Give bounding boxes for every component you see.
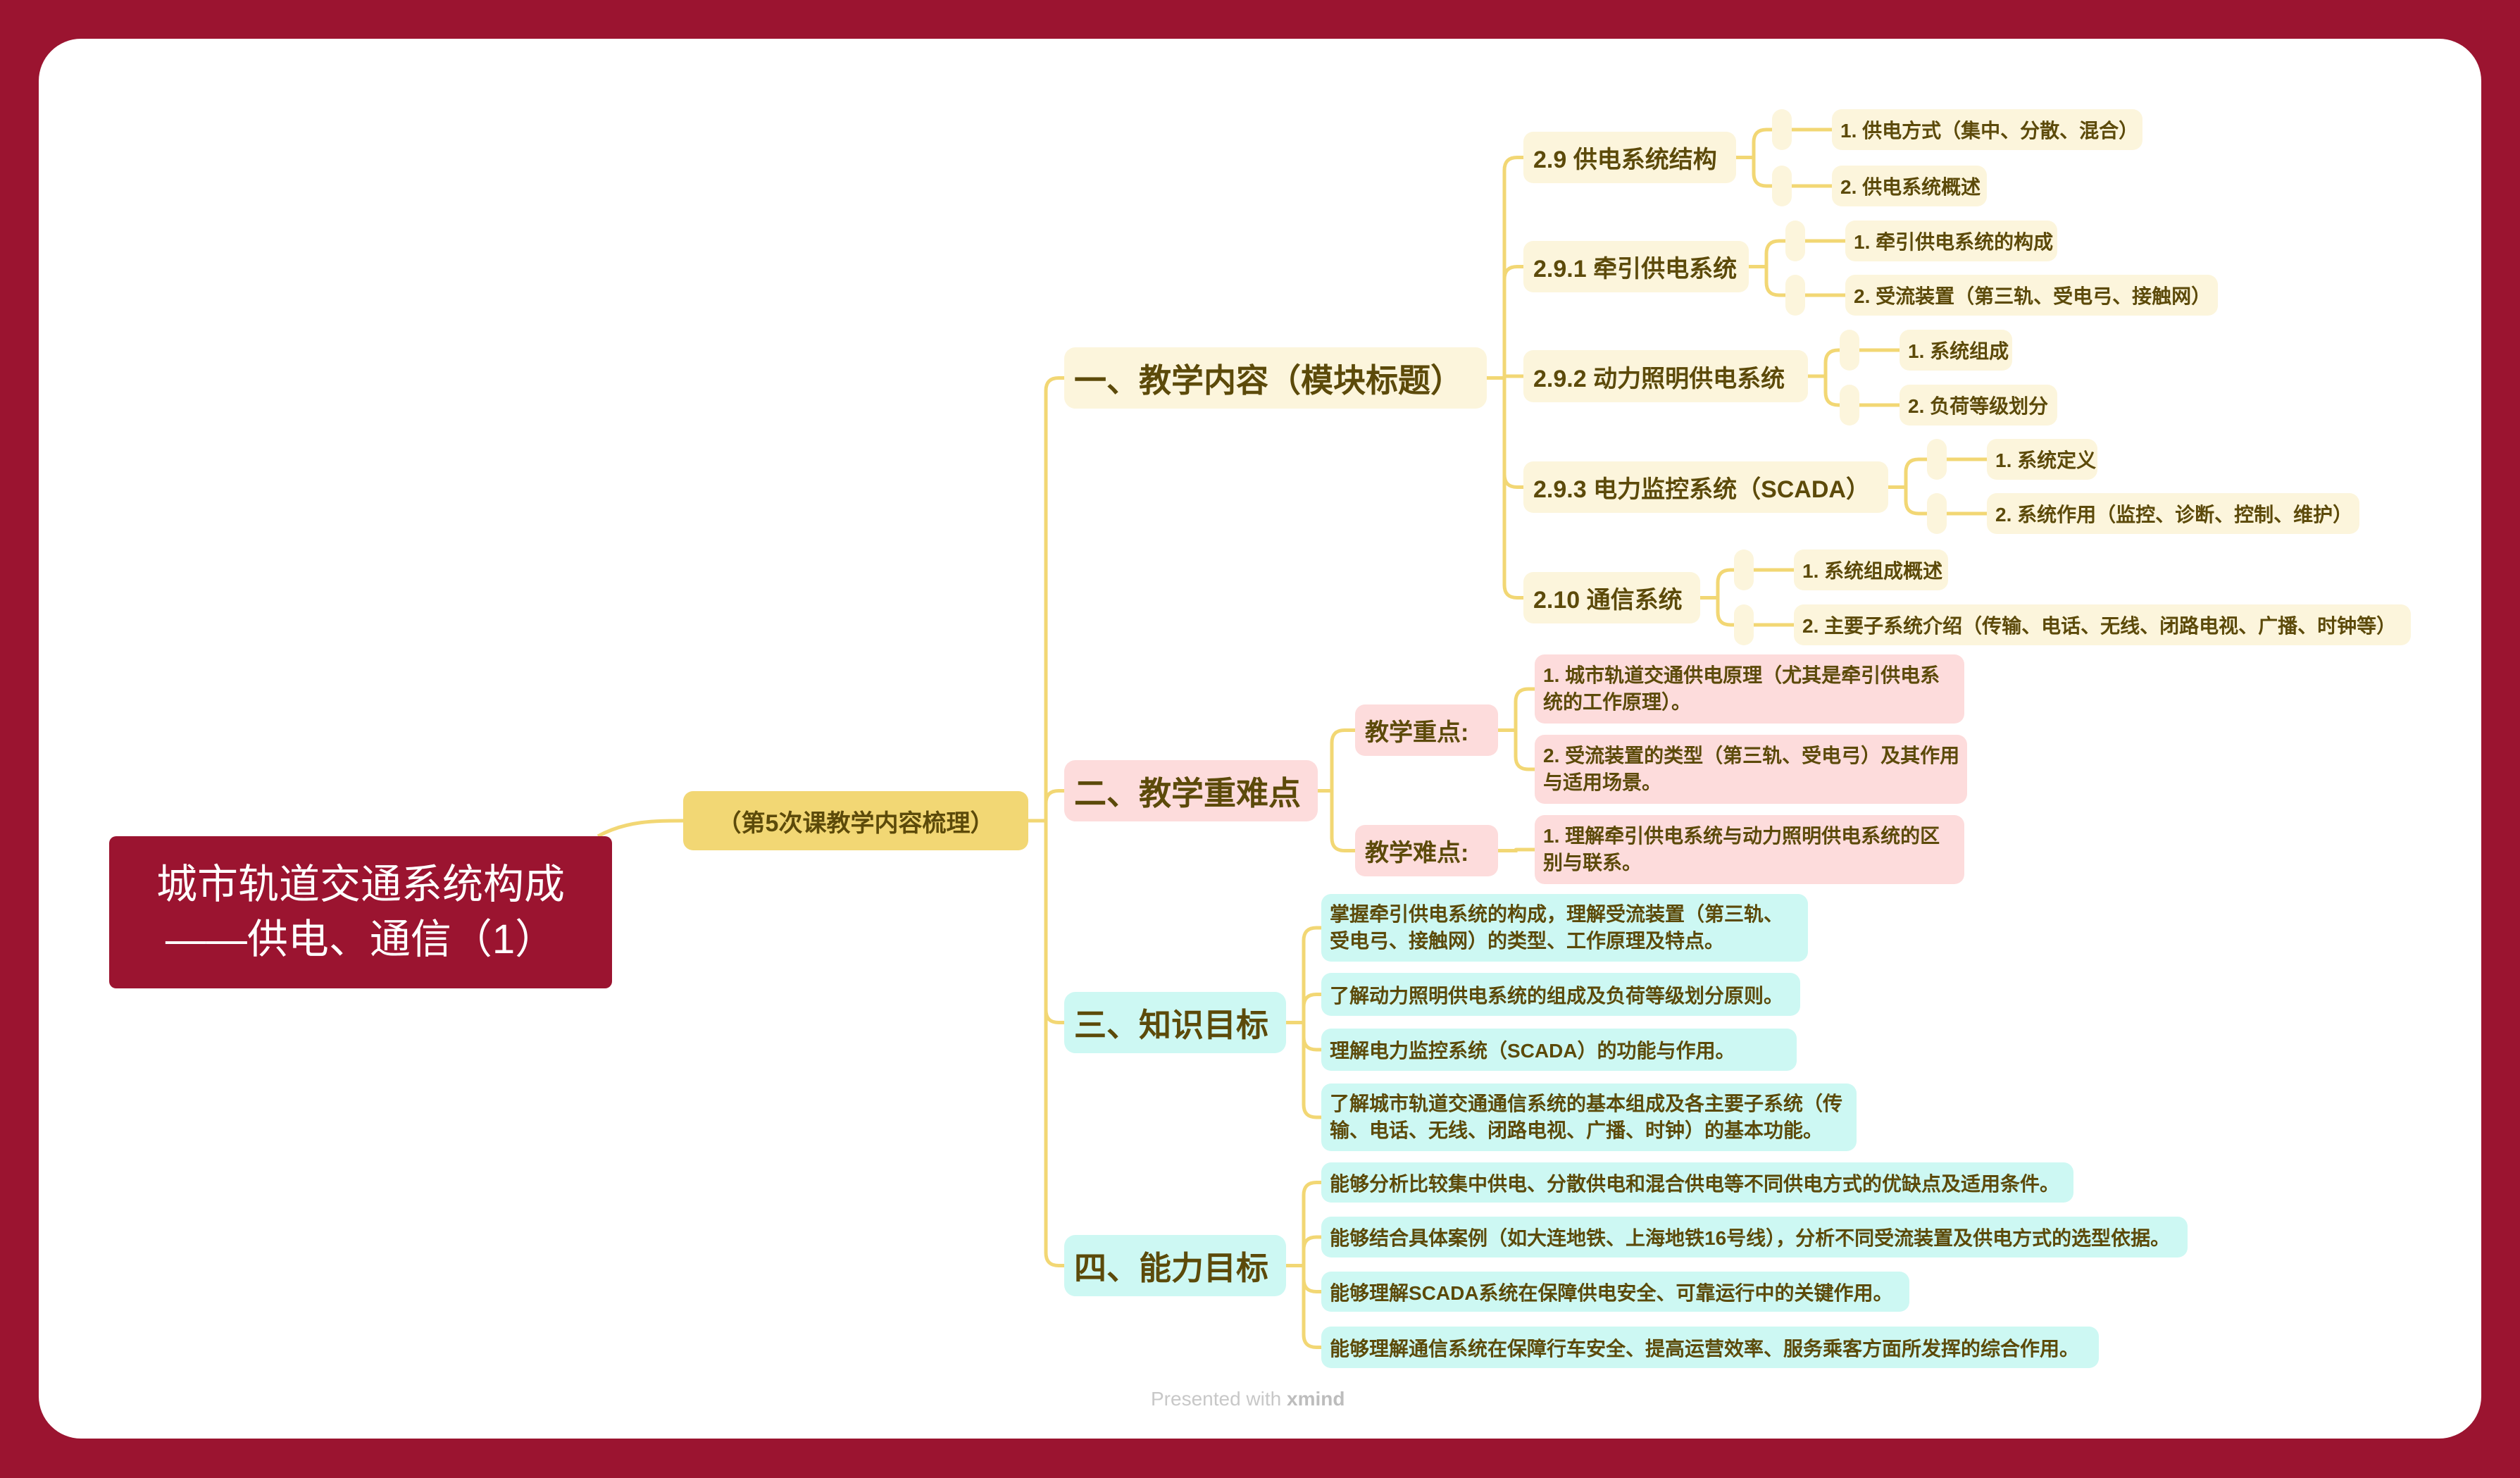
topic-key-points[interactable]: 教学重点: — [1355, 704, 1498, 756]
subtitle-topic[interactable]: （第5次课教学内容梳理） — [683, 791, 1028, 850]
leaf-topic[interactable]: 1. 系统组成 — [1900, 330, 2012, 371]
branch-knowledge-goals[interactable]: 三、知识目标 — [1064, 992, 1286, 1053]
placeholder-pill — [1927, 439, 1947, 480]
placeholder-pill — [1772, 166, 1792, 206]
leaf-topic[interactable]: 1. 城市轨道交通供电原理（尤其是牵引供电系统的工作原理）。 — [1535, 654, 1964, 724]
topic-2-9-2[interactable]: 2.9.2 动力照明供电系统 — [1523, 350, 1808, 402]
footer-credit: Presented with xmind — [1151, 1388, 1345, 1410]
topic-2-10[interactable]: 2.10 通信系统 — [1523, 572, 1700, 623]
placeholder-pill — [1772, 109, 1792, 150]
placeholder-pill — [1840, 385, 1859, 426]
topic-2-9-3[interactable]: 2.9.3 电力监控系统（SCADA） — [1523, 461, 1888, 513]
placeholder-pill — [1734, 604, 1754, 645]
placeholder-pill — [1785, 221, 1805, 261]
leaf-topic[interactable]: 2. 主要子系统介绍（传输、电话、无线、闭路电视、广播、时钟等） — [1794, 604, 2411, 645]
topic-2-9-1[interactable]: 2.9.1 牵引供电系统 — [1523, 241, 1749, 292]
leaf-topic[interactable]: 1. 系统定义 — [1987, 439, 2097, 480]
leaf-topic[interactable]: 掌握牵引供电系统的构成，理解受流装置（第三轨、受电弓、接触网）的类型、工作原理及… — [1321, 894, 1808, 962]
leaf-topic[interactable]: 能够理解通信系统在保障行车安全、提高运营效率、服务乘客方面所发挥的综合作用。 — [1321, 1327, 2099, 1368]
leaf-topic[interactable]: 2. 负荷等级划分 — [1900, 385, 2057, 426]
central-topic[interactable]: 城市轨道交通系统构成 ——供电、通信（1） — [109, 836, 612, 988]
leaf-topic[interactable]: 能够分析比较集中供电、分散供电和混合供电等不同供电方式的优缺点及适用条件。 — [1321, 1162, 2073, 1203]
leaf-topic[interactable]: 2. 供电系统概述 — [1832, 166, 1987, 206]
leaf-topic[interactable]: 理解电力监控系统（SCADA）的功能与作用。 — [1321, 1029, 1797, 1071]
leaf-topic[interactable]: 2. 系统作用（监控、诊断、控制、维护） — [1987, 493, 2359, 534]
leaf-topic[interactable]: 了解动力照明供电系统的组成及负荷等级划分原则。 — [1321, 973, 1800, 1016]
leaf-topic[interactable]: 1. 供电方式（集中、分散、混合） — [1832, 109, 2142, 150]
leaf-topic[interactable]: 能够理解SCADA系统在保障供电安全、可靠运行中的关键作用。 — [1321, 1272, 1909, 1312]
placeholder-pill — [1840, 330, 1859, 371]
xmind-logo: xmind — [1287, 1388, 1345, 1410]
branch-key-difficult-points[interactable]: 二、教学重难点 — [1064, 760, 1318, 821]
leaf-topic[interactable]: 2. 受流装置（第三轨、受电弓、接触网） — [1845, 275, 2218, 316]
topic-difficult-points[interactable]: 教学难点: — [1355, 825, 1498, 876]
footer-prefix: Presented with — [1151, 1388, 1282, 1410]
placeholder-pill — [1927, 493, 1947, 534]
placeholder-pill — [1734, 549, 1754, 590]
canvas — [39, 39, 2481, 1439]
leaf-topic[interactable]: 1. 理解牵引供电系统与动力照明供电系统的区别与联系。 — [1535, 815, 1964, 884]
branch-ability-goals[interactable]: 四、能力目标 — [1064, 1235, 1286, 1296]
leaf-topic[interactable]: 了解城市轨道交通通信系统的基本组成及各主要子系统（传输、电话、无线、闭路电视、广… — [1321, 1083, 1857, 1151]
branch-teaching-content[interactable]: 一、教学内容（模块标题） — [1064, 347, 1487, 409]
leaf-topic[interactable]: 能够结合具体案例（如大连地铁、上海地铁16号线），分析不同受流装置及供电方式的选… — [1321, 1217, 2188, 1257]
leaf-topic[interactable]: 2. 受流装置的类型（第三轨、受电弓）及其作用与适用场景。 — [1535, 735, 1967, 804]
topic-2-9[interactable]: 2.9 供电系统结构 — [1523, 132, 1736, 183]
placeholder-pill — [1785, 275, 1805, 316]
central-title-line1: 城市轨道交通系统构成 — [156, 862, 565, 907]
leaf-topic[interactable]: 1. 系统组成概述 — [1794, 549, 1948, 590]
leaf-topic[interactable]: 1. 牵引供电系统的构成 — [1845, 221, 2057, 261]
central-title-line2: ——供电、通信（1） — [165, 917, 556, 962]
